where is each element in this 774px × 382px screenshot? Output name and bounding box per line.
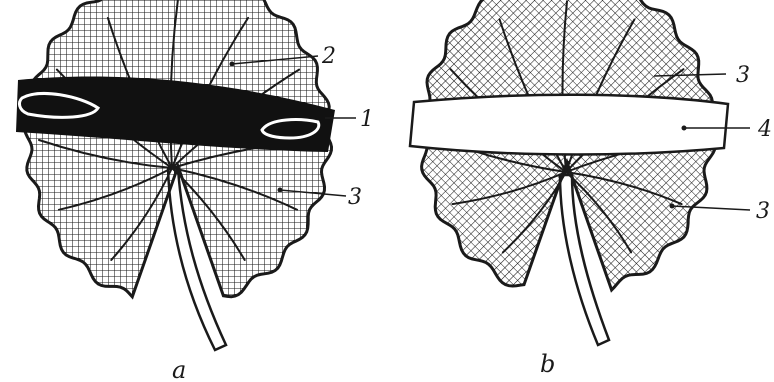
caption-b: b: [540, 350, 555, 378]
panel-b: 3 4 3 b: [410, 0, 772, 378]
label-2: 2: [321, 44, 336, 69]
label-3: 3: [348, 185, 362, 210]
label-1: 1: [360, 107, 374, 132]
label-3-top: 3: [736, 63, 750, 88]
panel-a: 2 1 3 a: [16, 0, 374, 382]
caption-a: a: [172, 356, 186, 382]
white-band-4: [410, 95, 728, 155]
label-3-bottom: 3: [756, 199, 770, 224]
label-4: 4: [757, 117, 772, 142]
